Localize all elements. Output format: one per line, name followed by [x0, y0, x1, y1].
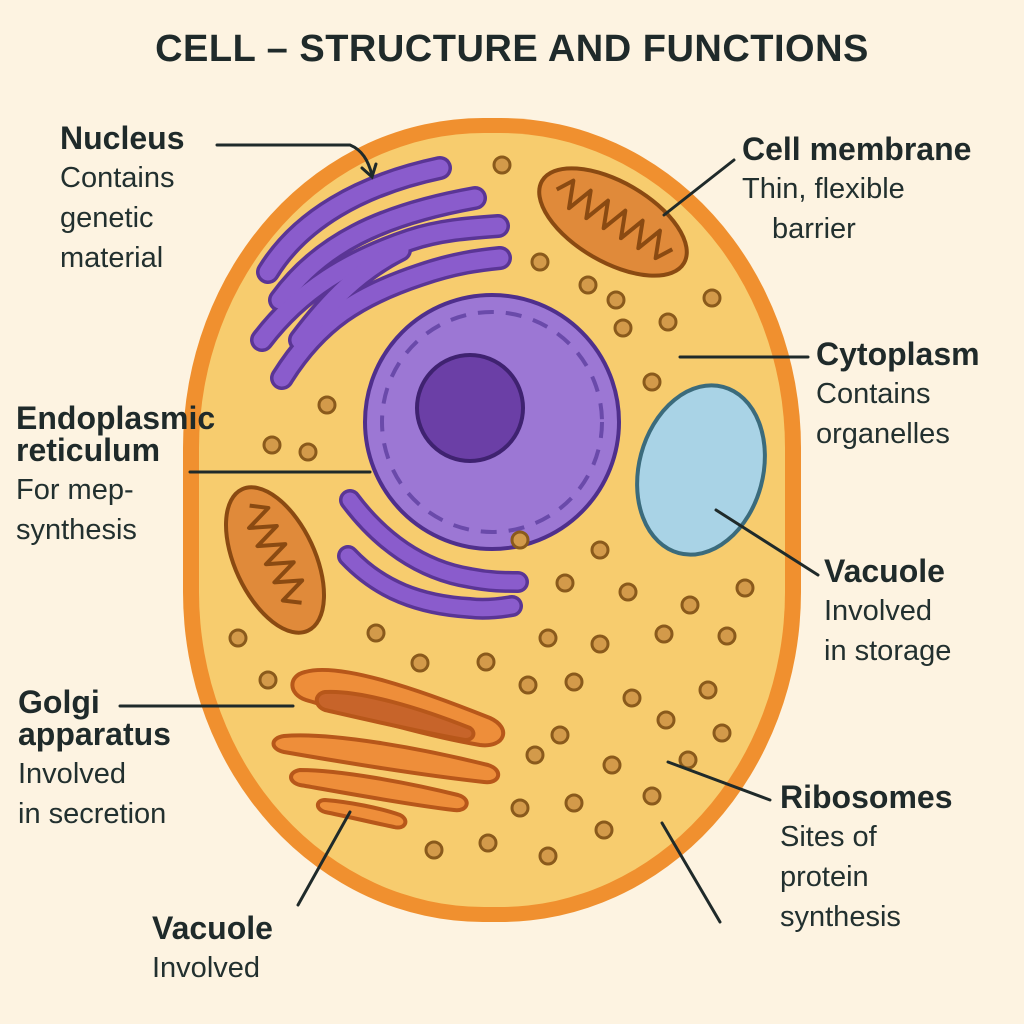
ribosome-dot — [564, 793, 584, 813]
vacuole-right-label-desc: Involved in storage — [824, 595, 952, 668]
ribosome-dot — [492, 155, 512, 175]
ribosomes-extra-leader — [660, 821, 722, 924]
cell-membrane-label-name: Cell membrane — [742, 131, 972, 167]
ribosome-dot — [606, 290, 626, 310]
nucleus-leader — [215, 143, 374, 177]
ribosome-dot — [518, 675, 538, 695]
ribosome-dot — [613, 318, 633, 338]
golgi-label-desc: Involved in secretion — [18, 758, 167, 831]
golgi-label: Golgi apparatus Involved in secretion — [18, 686, 171, 834]
ribosome-dot — [578, 275, 598, 295]
cell-membrane-label: Cell membrane Thin, flexible barrier — [742, 133, 971, 249]
ribosome-dot — [564, 672, 584, 692]
cytoplasm-label-desc: Contains organelles — [816, 378, 950, 451]
vacuole-right-label: Vacuole Involved in storage — [824, 555, 951, 671]
ribosome-dot — [680, 595, 700, 615]
ribosome-dot — [530, 252, 550, 272]
ribosome-dot — [424, 840, 444, 860]
ribosome-dot — [510, 530, 530, 550]
ribosome-dot — [228, 628, 248, 648]
lower-er-shape — [337, 489, 529, 620]
nucleus-label: Nucleus Contains genetic material — [60, 122, 184, 278]
endoplasmic-reticulum-shape — [250, 156, 512, 390]
vacuole-right-leader — [714, 508, 820, 577]
golgi-label-name: Golgi apparatus — [18, 684, 171, 752]
cytoplasm-label-name: Cytoplasm — [816, 336, 980, 372]
cell-membrane-label-desc: Thin, flexible barrier — [742, 173, 905, 246]
nucleus-label-name: Nucleus — [60, 120, 185, 156]
ribosomes-leader — [666, 760, 772, 802]
mitochondrion-left — [224, 485, 326, 635]
vacuole-bottom-label-desc: Involved — [152, 952, 261, 984]
leader-lines — [118, 143, 820, 924]
ribosome-dot — [642, 786, 662, 806]
golgi-shape — [271, 667, 506, 830]
ribosome-dot — [478, 833, 498, 853]
ribosome-dot — [642, 372, 662, 392]
ribosome-dot — [510, 798, 530, 818]
ribosome-dot — [678, 750, 698, 770]
ribosome-dot — [538, 846, 558, 866]
ribosomes-label: Ribosomes Sites of protein synthesis — [780, 781, 952, 937]
ribosome-dot — [298, 442, 318, 462]
ribosome-dot — [550, 725, 570, 745]
er-label: Endoplasmic reticulum For mep- synthesis — [16, 402, 215, 550]
ribosome-dot — [735, 578, 755, 598]
ribosome-dot — [525, 745, 545, 765]
nucleus-label-desc: Contains genetic material — [60, 162, 175, 275]
ribosome-dot — [654, 624, 674, 644]
ribosome-dot — [594, 820, 614, 840]
ribosome-dot — [602, 755, 622, 775]
ribosome-dot — [317, 395, 337, 415]
ribosome-dot — [366, 623, 386, 643]
ribosome-dot — [476, 652, 496, 672]
ribosome-dot — [618, 582, 638, 602]
vacuole-bottom-label: Vacuole Involved — [152, 912, 273, 988]
ribosome-dot — [410, 653, 430, 673]
er-label-name: Endoplasmic reticulum — [16, 400, 216, 468]
ribosome-dot — [712, 723, 732, 743]
nucleolus-shape — [415, 353, 525, 463]
ribosome-dot — [698, 680, 718, 700]
ribosome-dot — [590, 540, 610, 560]
ribosome-dot — [555, 573, 575, 593]
ribosome-dot — [622, 688, 642, 708]
ribosomes-label-desc: Sites of protein synthesis — [780, 821, 901, 934]
er-label-desc: For mep- synthesis — [16, 474, 137, 547]
vacuole-bottom-leader — [296, 810, 352, 907]
ribosome-dot — [262, 435, 282, 455]
cytoplasm-label: Cytoplasm Contains organelles — [816, 338, 980, 454]
ribosome-dot — [258, 670, 278, 690]
ribosome-dot — [702, 288, 722, 308]
nucleus-leader-arrow — [360, 162, 378, 180]
vacuole-bottom-label-name: Vacuole — [152, 910, 273, 946]
ribosomes-group — [228, 155, 755, 866]
ribosome-dot — [656, 710, 676, 730]
diagram-title: CELL – STRUCTURE AND FUNCTIONS — [155, 28, 869, 70]
vacuole-shape — [635, 383, 767, 557]
ribosome-dot — [717, 626, 737, 646]
ribosomes-label-name: Ribosomes — [780, 779, 953, 815]
cell-membrane-leader — [662, 158, 736, 217]
ribosome-dot — [658, 312, 678, 332]
vacuole-right-label-name: Vacuole — [824, 553, 945, 589]
ribosome-dot — [590, 634, 610, 654]
mitochondrion-top — [537, 166, 689, 278]
nuclear-envelope-dashes — [380, 310, 604, 534]
ribosome-dot — [538, 628, 558, 648]
